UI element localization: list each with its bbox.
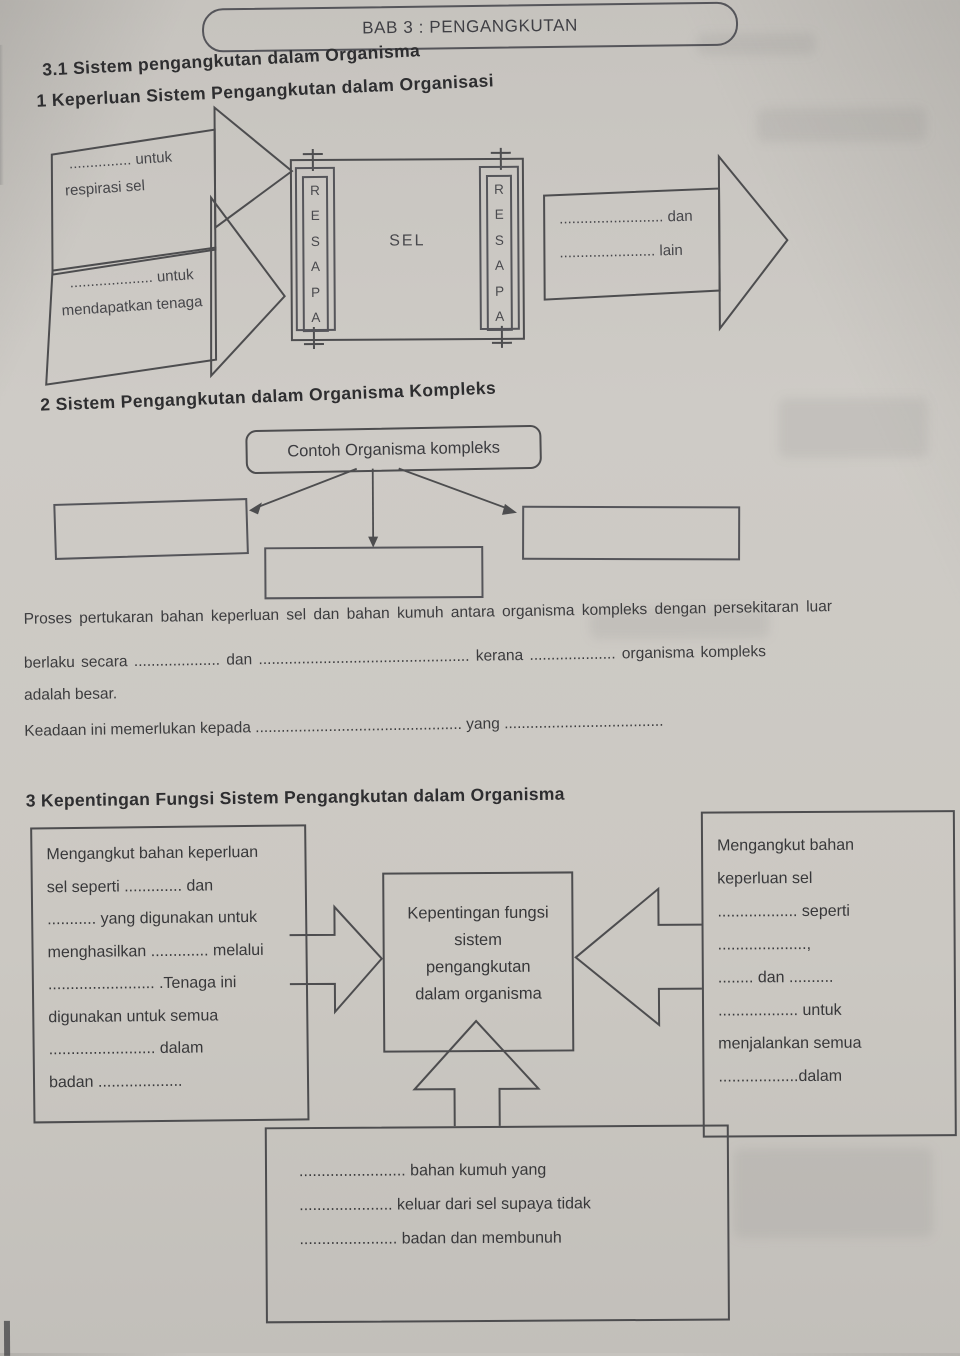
left-box-line: badan ................... xyxy=(49,1064,307,1099)
left-box-line: Mengangkut bahan keperluan xyxy=(46,836,304,871)
cell-diagram-box: R E S A P A R E S A P A SEL xyxy=(290,158,525,341)
blank-right-line1: ......................... dan xyxy=(559,208,693,228)
bottom-box-line: ..................... keluar dari sel su… xyxy=(299,1187,727,1224)
connector-right xyxy=(399,468,511,511)
membrane-letter: A xyxy=(495,309,504,324)
right-box-line: .................. untuk xyxy=(718,993,954,1027)
membrane-letters-left: R E S A P A xyxy=(302,176,329,332)
function-box-bottom: ........................ bahan kumuh yan… xyxy=(265,1124,730,1323)
function-box-left: Mengangkut bahan keperluan sel seperti .… xyxy=(30,824,309,1123)
membrane-letter: E xyxy=(311,208,320,223)
membrane-letter: R xyxy=(494,182,504,197)
membrane-letters-right: R E S A P A xyxy=(486,175,513,331)
right-box-line: keperluan sel xyxy=(717,861,953,895)
example-organism-label: Contoh Organisma kompleks xyxy=(287,438,500,461)
left-box-line: sel seperti ............. dan xyxy=(47,869,305,904)
center-box-line: pengangkutan xyxy=(385,953,572,981)
membrane-letter: E xyxy=(495,207,504,222)
arrowhead-right-icon xyxy=(502,504,517,515)
arrowhead-left-icon xyxy=(249,502,262,514)
example-answer-box-3 xyxy=(522,506,740,561)
membrane-letter: A xyxy=(311,259,320,274)
right-box-line: .................. seperti xyxy=(717,894,953,928)
bottom-box-line: ...................... badan dan membunu… xyxy=(299,1220,727,1257)
left-box-line: digunakan untuk semua xyxy=(48,999,306,1034)
function-box-center: Kepentingan fungsi sistem pengangkutan d… xyxy=(382,871,574,1052)
example-organism-box: Contoh Organisma kompleks xyxy=(245,425,542,474)
membrane-letter: P xyxy=(311,285,320,300)
membrane-letter: P xyxy=(495,283,504,298)
paragraph-line3: adalah besar. xyxy=(24,685,117,704)
left-box-line: ........................ dalam xyxy=(48,1031,306,1066)
center-box-line: sistem xyxy=(385,926,572,954)
function-box-right: Mengangkut bahan keperluan sel .........… xyxy=(701,810,957,1138)
center-box-line: Kepentingan fungsi xyxy=(384,899,571,927)
left-box-line: menghasilkan ............. melalui xyxy=(47,934,305,969)
right-box-line: menjalankan semua xyxy=(718,1026,954,1060)
left-box-line: ........................ .Tenaga ini xyxy=(48,966,306,1001)
connector-left xyxy=(257,469,357,508)
arrow-head-respirasi xyxy=(215,107,293,227)
example-answer-box-1 xyxy=(53,498,249,560)
right-box-line: ..................dalam xyxy=(718,1059,954,1093)
membrane-letter: A xyxy=(311,310,320,325)
center-box-line: dalam organisma xyxy=(385,980,572,1008)
right-box-line: ...................., xyxy=(718,927,954,961)
right-box-line: Mengangkut bahan xyxy=(717,828,953,862)
cell-label: SEL xyxy=(292,232,522,251)
bottom-box-line: ........................ bahan kumuh yan… xyxy=(299,1153,727,1190)
left-box-line: ........... yang digunakan untuk xyxy=(47,901,305,936)
membrane-letter: A xyxy=(495,258,504,273)
example-answer-box-2 xyxy=(264,546,483,599)
block-arrow-right-icon xyxy=(575,889,702,1026)
right-box-line: ........ dan .......... xyxy=(718,960,954,994)
membrane-letter: R xyxy=(310,183,320,198)
arrow-head-right xyxy=(719,156,788,328)
blank-right-line2: ....................... lain xyxy=(559,242,683,261)
